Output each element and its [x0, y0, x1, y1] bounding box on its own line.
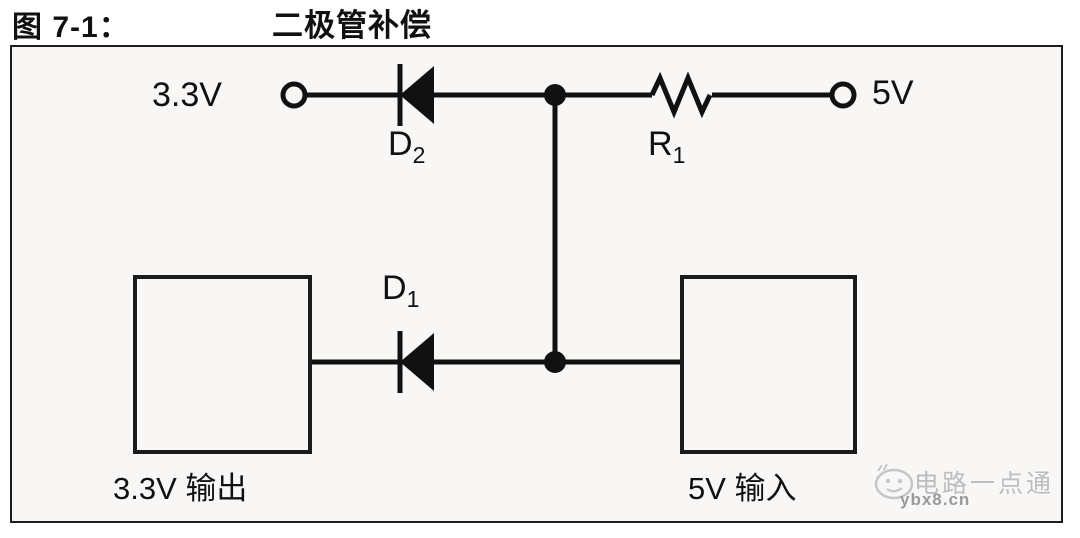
label-resistor-r1: R1 [648, 125, 685, 169]
figure-number-label: 图 7-1： [12, 11, 130, 44]
label-block-output: 3.3V 输出 [113, 471, 248, 506]
label-33v-terminal: 3.3V [152, 76, 222, 114]
figure-title: 二极管补偿 [272, 8, 432, 43]
circuit-frame [10, 45, 1063, 523]
label-d2-subscript: 2 [412, 141, 426, 168]
watermark-text: 电路一点通 [914, 470, 1055, 498]
label-d1-letter: D [382, 269, 407, 307]
label-diode-d1: D1 [382, 269, 419, 313]
label-d1-subscript: 1 [406, 285, 420, 312]
label-d2-letter: D [388, 125, 413, 163]
watermark-url: ybx8.cn [900, 490, 971, 509]
label-r1-subscript: 1 [672, 141, 686, 168]
label-block-input: 5V 输入 [688, 471, 797, 506]
watermark: 电路一点通 ybx8.cn [874, 462, 1076, 524]
label-r1-letter: R [648, 125, 673, 163]
label-5v-terminal: 5V [872, 74, 914, 112]
smiley-face-icon [874, 463, 914, 500]
figure-title-row: 图 7-1： 二极管补偿 [0, 0, 1080, 45]
label-diode-d2: D2 [388, 125, 425, 169]
